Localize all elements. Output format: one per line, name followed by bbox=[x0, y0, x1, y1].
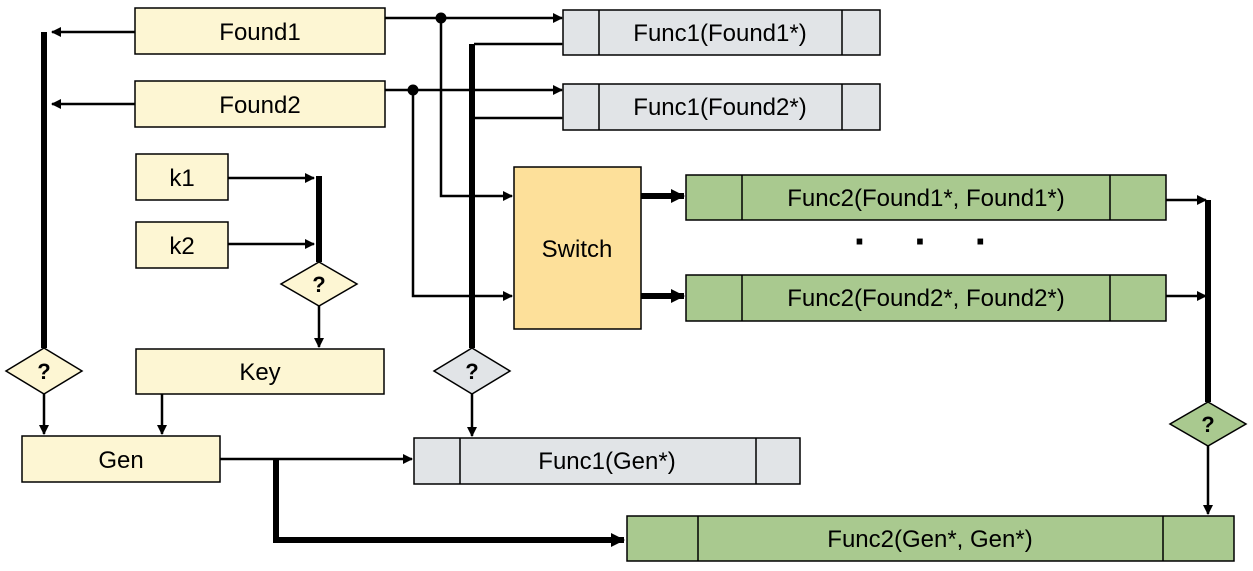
edge-found2-to-switch bbox=[411, 90, 513, 301]
node-func1-found2-label: Func1(Found2*) bbox=[633, 94, 806, 121]
decision-func2-select-label: ? bbox=[1201, 412, 1214, 437]
node-key-label: Key bbox=[239, 359, 280, 386]
decision-gen-select: ? bbox=[4, 347, 84, 395]
node-found2: Found2 bbox=[134, 80, 386, 128]
node-k2-label: k2 bbox=[169, 233, 194, 260]
node-func1-found1-label: Func1(Found1*) bbox=[633, 20, 806, 47]
node-found2-label: Found2 bbox=[219, 92, 300, 119]
node-found1: Found1 bbox=[134, 7, 386, 55]
node-k2: k2 bbox=[135, 221, 229, 269]
node-switch: Switch bbox=[513, 166, 642, 330]
node-gen: Gen bbox=[21, 435, 221, 483]
node-func2-gen: Func2(Gen*, Gen*) bbox=[626, 515, 1235, 562]
decision-func2-select: ? bbox=[1168, 401, 1248, 447]
edge-gen-to-func2-gen bbox=[273, 459, 625, 547]
node-func2-found1-label: Func2(Found1*, Found1*) bbox=[787, 185, 1065, 212]
node-func1-found2: Func1(Found2*) bbox=[562, 83, 881, 131]
node-func2-found1: Func2(Found1*, Found1*) bbox=[685, 174, 1167, 221]
decision-gen-select-label: ? bbox=[37, 359, 50, 384]
node-func1-found1: Func1(Found1*) bbox=[562, 9, 881, 56]
connectors bbox=[39, 13, 1213, 547]
decision-key-select-label: ? bbox=[312, 272, 325, 297]
node-func1-gen: Func1(Gen*) bbox=[413, 437, 801, 485]
decision-key-select: ? bbox=[279, 261, 359, 307]
junction-dot-found2 bbox=[407, 84, 419, 96]
decision-func1-select: ? bbox=[432, 347, 512, 395]
node-func2-found2: Func2(Found2*, Found2*) bbox=[685, 274, 1167, 322]
node-found1-label: Found1 bbox=[219, 19, 300, 46]
node-key: Key bbox=[135, 348, 385, 395]
node-k1: k1 bbox=[135, 153, 229, 201]
edge-found1-to-switch bbox=[439, 18, 513, 201]
node-func1-gen-label: Func1(Gen*) bbox=[538, 448, 675, 475]
node-func2-found2-label: Func2(Found2*, Found2*) bbox=[787, 285, 1065, 312]
junction-dot-found1 bbox=[435, 12, 447, 24]
node-switch-label: Switch bbox=[542, 236, 613, 263]
node-func2-gen-label: Func2(Gen*, Gen*) bbox=[827, 526, 1032, 553]
decision-func1-select-label: ? bbox=[465, 359, 478, 384]
node-k1-label: k1 bbox=[169, 165, 194, 192]
node-gen-label: Gen bbox=[98, 447, 143, 474]
ellipsis: · · · bbox=[854, 220, 1006, 264]
